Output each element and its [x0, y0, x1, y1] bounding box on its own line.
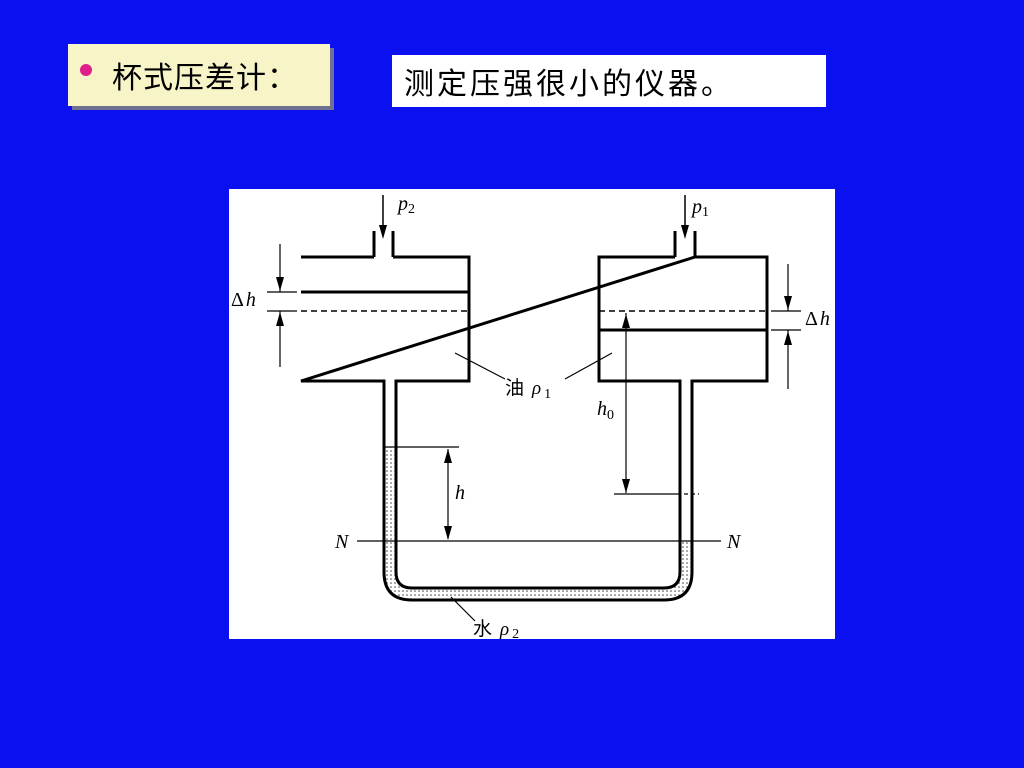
description-box: 测定压强很小的仪器。: [392, 55, 826, 107]
left-cup: [300, 255, 769, 602]
right-delta-arrow-up: [784, 331, 792, 345]
h-dimension: [384, 446, 459, 540]
label-n-right: N: [726, 531, 742, 553]
inlet-pipe-left: [372, 231, 395, 257]
water-fill: [384, 447, 692, 600]
left-delta-arrow-down: [276, 277, 284, 291]
p1-arrow: [681, 195, 689, 239]
page-title: 杯式压差计：: [112, 61, 298, 96]
bullet-icon: [80, 64, 92, 76]
label-h0: h0: [597, 398, 614, 423]
title-box: 杯式压差计：: [68, 44, 330, 106]
left-delta-h-dimension: [267, 244, 297, 367]
label-p2: p2: [396, 193, 415, 217]
p2-arrow: [379, 195, 387, 239]
right-delta-h-dimension: [771, 264, 801, 389]
right-delta-arrow-down: [784, 296, 792, 310]
label-n-left: N: [334, 531, 350, 553]
h0-dimension: [614, 313, 699, 495]
water-leader: [450, 596, 476, 622]
oil-leader-right: [564, 352, 613, 380]
left-delta-arrow-up: [276, 312, 284, 326]
description-text: 测定压强很小的仪器。: [404, 67, 734, 102]
label-h: h: [455, 482, 465, 504]
label-p1: p1: [690, 196, 709, 220]
inlet-pipe-right: [673, 231, 697, 257]
oil-leader-left: [454, 352, 506, 380]
